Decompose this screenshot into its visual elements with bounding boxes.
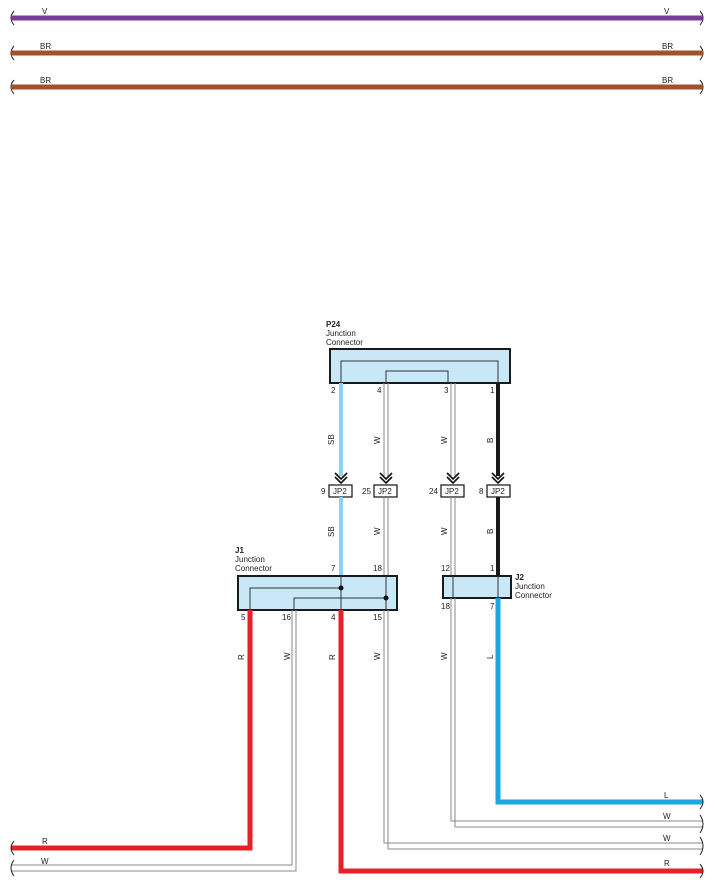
- connector-name-line1: Junction: [326, 329, 356, 338]
- top-wire-brown-2: BR BR: [10, 76, 704, 95]
- wire-label: W: [440, 652, 449, 660]
- wire-red: [338, 610, 703, 874]
- internal-bus: [385, 370, 449, 383]
- pin-label: 12: [441, 564, 450, 573]
- jp2-box: [440, 484, 465, 498]
- jp2-label: JP2: [333, 487, 347, 496]
- wire-label: W: [373, 436, 382, 444]
- jp2-label: JP2: [445, 487, 459, 496]
- j2-junction-connector: 12 1 J2 Junction Connector 18 7: [441, 564, 552, 611]
- connector-id: P24: [326, 320, 341, 329]
- connector-body: [237, 575, 398, 611]
- p24-junction-connector: P24 Junction Connector 2 4 3 1: [326, 320, 511, 395]
- internal-bus: [249, 576, 342, 610]
- wire-label: W: [373, 652, 382, 660]
- wire-label: L: [664, 791, 669, 800]
- top-wire-brown-1: BR BR: [10, 42, 704, 61]
- wire-white: [383, 497, 389, 576]
- wire-label-right: BR: [662, 42, 673, 51]
- connector-body: [329, 348, 511, 384]
- wire-label: W: [373, 527, 382, 535]
- pin-label: 7: [331, 564, 336, 573]
- splice-dot-icon: [383, 595, 389, 601]
- wire-label: R: [664, 859, 670, 868]
- wire-white: [450, 383, 456, 476]
- wire-white: [11, 610, 297, 872]
- wire-label: W: [283, 652, 292, 660]
- pin-label: 4: [377, 386, 382, 395]
- wire-label: SB: [327, 526, 336, 537]
- wire-white: [450, 497, 456, 576]
- wire-white: [383, 610, 703, 850]
- wire-label: SB: [327, 434, 336, 445]
- double-chevron-icon: [334, 472, 505, 485]
- internal-bus: [293, 597, 386, 610]
- jp2-connector: JP2 JP2 JP2 JP2 9 25 24 8: [321, 472, 511, 498]
- wire-white: [383, 383, 389, 476]
- pin-label: 1: [490, 564, 495, 573]
- wire-label: W: [440, 436, 449, 444]
- internal-bus: [340, 360, 499, 383]
- wire-label-left: BR: [40, 42, 51, 51]
- wire-label: L: [486, 654, 495, 659]
- wire-break-icon: [10, 794, 704, 879]
- connector-name-line2: Connector: [326, 338, 363, 347]
- wire-label: W: [663, 834, 671, 843]
- wire-label: W: [440, 527, 449, 535]
- pin-label: 8: [479, 487, 484, 496]
- wire-blue: [495, 598, 703, 805]
- wire-label-right: BR: [662, 76, 673, 85]
- pin-label: 15: [373, 613, 382, 622]
- jp2-label: JP2: [491, 487, 505, 496]
- pin-label: 1: [490, 386, 495, 395]
- wire-label-left: V: [42, 7, 48, 16]
- wire-white: [450, 598, 703, 828]
- pin-label: 2: [331, 386, 336, 395]
- wire-label: B: [486, 438, 495, 443]
- wire-label: W: [663, 812, 671, 821]
- pin-label: 18: [373, 564, 382, 573]
- connector-name-line2: Connector: [235, 564, 272, 573]
- connector-id: J2: [515, 573, 524, 582]
- connector-body: [442, 575, 512, 599]
- pin-label: 16: [282, 613, 291, 622]
- pin-label: 9: [321, 487, 326, 496]
- j1-junction-connector: J1 Junction Connector 7 18 5 16 4 15: [235, 546, 398, 622]
- pin-label: 24: [429, 487, 438, 496]
- jp2-label: JP2: [378, 487, 392, 496]
- connector-name-line2: Connector: [515, 591, 552, 600]
- pin-label: 3: [444, 386, 449, 395]
- connector-name-line1: Junction: [515, 582, 545, 591]
- wire-label: R: [328, 654, 337, 660]
- wire-label: W: [41, 857, 49, 866]
- pin-label: 7: [490, 602, 495, 611]
- wire-label: R: [42, 837, 48, 846]
- wire-label: B: [486, 529, 495, 534]
- wire-red: [11, 610, 253, 851]
- connector-id: J1: [235, 546, 244, 555]
- wire-label-right: V: [664, 7, 670, 16]
- pin-label: 25: [362, 487, 371, 496]
- pin-label: 4: [331, 613, 336, 622]
- pin-label: 5: [241, 613, 246, 622]
- top-wire-violet: V V: [10, 7, 704, 26]
- jp2-box: [373, 484, 398, 498]
- wire-label: R: [237, 654, 246, 660]
- connector-name-line1: Junction: [235, 555, 265, 564]
- wire-label-left: BR: [40, 76, 51, 85]
- pin-label: 18: [441, 602, 450, 611]
- splice-dot-icon: [338, 585, 344, 591]
